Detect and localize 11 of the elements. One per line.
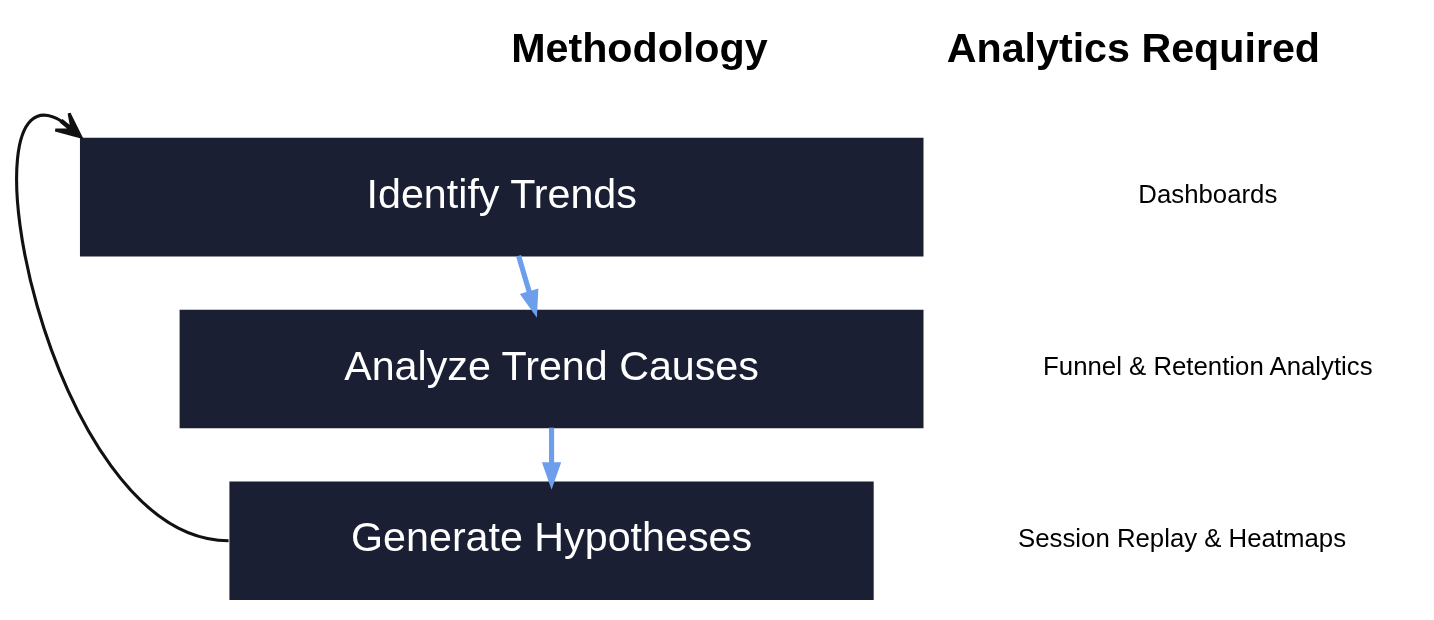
node-box: Generate Hypotheses [229,480,874,600]
arrow [516,254,539,318]
label: Funnel & Retention Analytics [1043,351,1373,380]
node-box: Analyze Trend Causes [179,309,924,428]
arrow [541,427,562,490]
label: Session Replay & Heatmaps [1018,523,1347,552]
label: Methodology [511,24,768,71]
label: Dashboards [1138,179,1278,208]
arrow [15,111,229,542]
label: Analytics Required [946,24,1321,71]
node-box: Identify Trends [79,137,924,256]
